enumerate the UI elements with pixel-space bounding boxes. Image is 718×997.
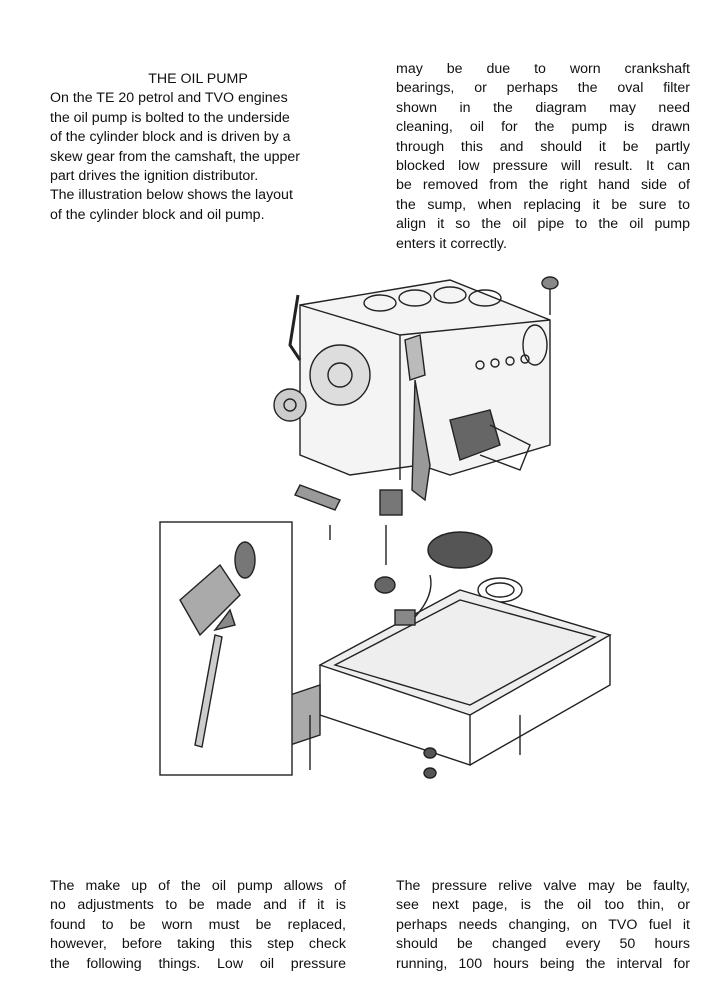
text-line: The make up of the oil pump allows of: [50, 878, 346, 894]
text-line: of the cylinder block and is driven by a: [50, 129, 291, 146]
text-line: see next page, is the oil too thin, or: [396, 897, 690, 914]
text-line: the sump, when replacing it be sure to: [396, 196, 690, 213]
sump-pan: [289, 589, 612, 779]
oval-filter: [449, 409, 531, 471]
engine-exploded-diagram: [159, 276, 612, 779]
oil-pump: [379, 334, 431, 516]
section-heading: THE OIL PUMP: [148, 71, 248, 87]
text-line: align it so the oil pipe to the oil pump: [396, 216, 690, 233]
text-line: shown in the diagram may need: [396, 99, 690, 116]
text-line: however, before taking this step check: [50, 936, 346, 953]
text-line: The pressure relive valve may be faulty,: [396, 878, 690, 894]
text-line: found to be worn must be replaced,: [50, 916, 346, 933]
intro-paragraph: THE OIL PUMP On the TE 20 petrol and TVO…: [50, 70, 346, 225]
text-line: bearings, or perhaps the oval filter: [396, 80, 690, 97]
text-line: running, 100 hours being the interval fo…: [396, 955, 690, 972]
pump-wear-paragraph: The make up of the oil pump allows of no…: [50, 877, 346, 974]
text-line: should be changed every 50 hours: [396, 936, 690, 953]
text-line: part drives the ignition distributor.: [50, 168, 259, 185]
text-line: of the cylinder block and oil pump.: [50, 206, 265, 223]
text-line: the following things. Low oil pressure: [50, 955, 346, 972]
text-line: be removed from the right hand side of: [396, 177, 690, 194]
filter-paragraph: may be due to worn crankshaft bearings, …: [396, 60, 690, 254]
text-line: no adjustments to be made and if it is: [50, 897, 346, 914]
text-line: skew gear from the camshaft, the upper: [50, 148, 300, 165]
small-parts: [294, 484, 432, 626]
filter-gauze: [427, 531, 523, 603]
text-line: through this and should it be partly: [396, 138, 690, 155]
text-line: enters it correctly.: [396, 235, 507, 252]
inset-distributor-drive: [159, 521, 293, 776]
text-line: The illustration below shows the layout: [50, 187, 293, 204]
text-line: the oil pump is bolted to the underside: [50, 109, 290, 126]
text-line: may be due to worn crankshaft: [396, 61, 690, 77]
text-line: cleaning, oil for the pump is drawn: [396, 119, 690, 136]
text-line: perhaps needs changing, on TVO fuel it: [396, 916, 690, 933]
oil-filler-cap: [541, 276, 559, 315]
text-line: On the TE 20 petrol and TVO engines: [50, 90, 288, 107]
text-line: blocked low pressure will result. It can: [396, 158, 690, 175]
pressure-valve-paragraph: The pressure relive valve may be faulty,…: [396, 877, 690, 974]
